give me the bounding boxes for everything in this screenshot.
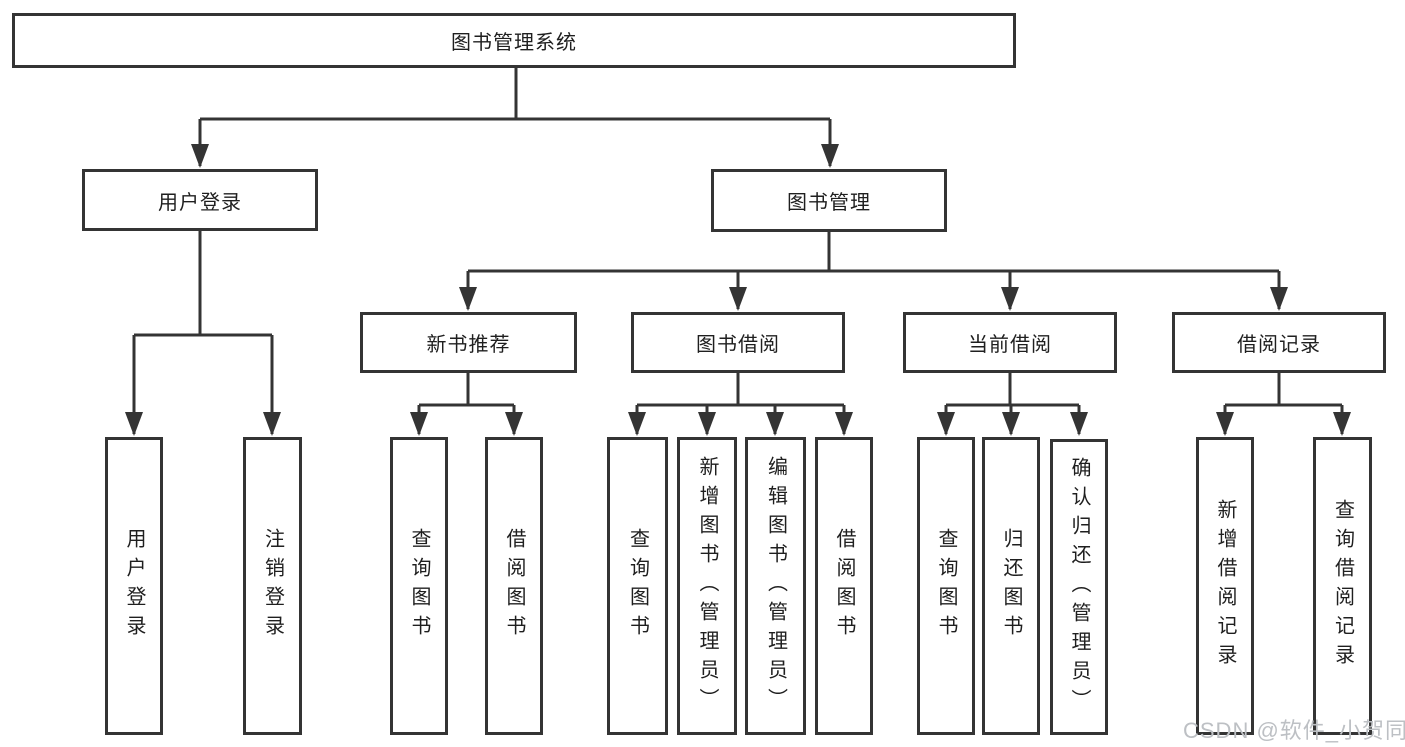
leaf-borrow-books-1: 借阅图书	[485, 437, 543, 735]
node-label: 借阅图书	[503, 528, 525, 644]
leaf-edit-book-admin: 编辑图书（管理员）	[745, 437, 806, 735]
node-label: 借阅图书	[833, 528, 855, 644]
node-label: 确认归还（管理员）	[1068, 456, 1090, 718]
node-label: 归还图书	[1000, 528, 1022, 644]
node-label: 新增借阅记录	[1214, 499, 1236, 673]
leaf-query-borrow-record: 查询借阅记录	[1313, 437, 1372, 735]
leaf-user-login: 用户登录	[105, 437, 163, 735]
node-book-borrow: 图书借阅	[631, 312, 845, 373]
node-label: 新书推荐	[426, 334, 511, 356]
node-new-book-recommend: 新书推荐	[360, 312, 577, 373]
node-label: 用户登录	[123, 528, 145, 644]
node-label: 查询图书	[408, 528, 430, 644]
node-label: 图书管理系统	[451, 32, 577, 54]
node-user-login-branch: 用户登录	[82, 169, 318, 231]
node-label: 新增图书（管理员）	[696, 455, 718, 717]
node-label: 用户登录	[158, 191, 242, 214]
leaf-confirm-return-admin: 确认归还（管理员）	[1050, 439, 1108, 735]
node-label: 当前借阅	[968, 334, 1052, 356]
leaf-query-books-2: 查询图书	[607, 437, 668, 735]
node-label: 图书管理	[787, 192, 871, 214]
node-current-borrow: 当前借阅	[903, 312, 1117, 373]
leaf-add-book-admin: 新增图书（管理员）	[677, 437, 737, 735]
leaf-query-books-1: 查询图书	[390, 437, 448, 735]
node-root-system: 图书管理系统	[12, 13, 1016, 68]
node-label: 查询图书	[935, 528, 957, 644]
leaf-borrow-books-2: 借阅图书	[815, 437, 873, 735]
edge-rails	[134, 68, 1342, 407]
node-label: 编辑图书（管理员）	[764, 455, 787, 717]
leaf-query-books-3: 查询图书	[917, 437, 975, 735]
node-book-management-branch: 图书管理	[711, 169, 947, 232]
leaf-add-borrow-record: 新增借阅记录	[1196, 437, 1254, 735]
csdn-watermark: CSDN @软件_小贺同学	[1183, 718, 1405, 743]
node-label: 借阅记录	[1237, 334, 1321, 356]
leaf-return-book: 归还图书	[982, 437, 1040, 735]
node-label: 注销登录	[261, 528, 284, 644]
leaf-logout: 注销登录	[243, 437, 302, 735]
node-borrow-records: 借阅记录	[1172, 312, 1386, 373]
node-label: 图书借阅	[696, 334, 780, 356]
node-label: 查询图书	[626, 528, 649, 644]
node-label: 查询借阅记录	[1331, 499, 1354, 673]
tree-edges	[125, 68, 1351, 436]
